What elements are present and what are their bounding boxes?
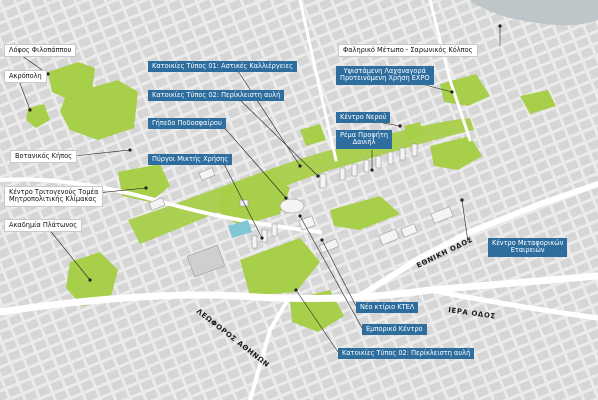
- leader-dots: [28, 24, 502, 292]
- green-east2: [520, 90, 556, 114]
- label-faliriko-metopo: Φαληρικό Μέτωπο - Σαρωνικός Κόλπος: [338, 44, 478, 58]
- label-ktel: Νέο κτίριο ΚΤΕΛ: [356, 302, 419, 314]
- green-akadimia: [66, 252, 118, 306]
- green-akropoli: [60, 80, 138, 140]
- road-ethniki: [357, 181, 598, 299]
- label-typos02-top: Κατοικίες Τύπος 02: Περίκλειστη αυλή: [148, 90, 285, 102]
- building-block-sw: [186, 244, 226, 278]
- road-south: [248, 294, 292, 400]
- label-botanikos-kipos: Βοτανικός Κήπος: [10, 150, 78, 164]
- green-areas: [26, 62, 556, 332]
- green-east: [430, 136, 482, 170]
- label-typos01: Κατοικίες Τύπος 01: Αστικές Καλλιέργειες: [148, 61, 297, 73]
- green-corridor: [128, 118, 474, 244]
- label-pyrgoi: Πύργοι Μικτής Χρήσης: [148, 154, 233, 166]
- label-emporiko: Εμπορικό Κέντρο: [362, 324, 427, 336]
- green-south: [240, 238, 320, 296]
- road-east: [428, 0, 472, 142]
- label-kentro-tritogenous: Κέντρο Τριτογενούς Τομέα Μητροπολιτικής …: [4, 186, 104, 207]
- leader-lines: [17, 26, 501, 353]
- label-gipedo: Γήπεδο Ποδοσφαίρου: [148, 118, 226, 130]
- green-strip: [330, 196, 400, 230]
- green-park: [218, 172, 290, 226]
- sea: [470, 0, 598, 26]
- label-akropoli: Ακρόπολη: [4, 70, 47, 84]
- stadium: [279, 198, 305, 214]
- green-small1: [300, 124, 326, 146]
- label-lofos-filopappou: Λόφος Φιλοπάππου: [4, 44, 77, 58]
- green-west: [26, 104, 50, 128]
- label-ypsistameni: Υψιστάμενη Λαχαναγορά Προτεινόμενη Χρήση…: [336, 66, 434, 85]
- pond: [228, 220, 252, 238]
- label-kentro-metaforikon: Κέντρο Μεταφορικών Εταιρειών: [488, 238, 568, 257]
- development-buildings: [148, 143, 454, 278]
- label-kentro-nerou: Κέντρο Νερού: [336, 112, 391, 124]
- building-ktel: [298, 215, 316, 231]
- road-iera: [427, 287, 598, 321]
- label-akadimia-platonos: Ακαδημία Πλάτωνος: [4, 219, 83, 233]
- road-north: [298, 0, 338, 162]
- green-expo: [440, 74, 490, 106]
- road-athinon: [0, 272, 598, 316]
- green-small2: [404, 122, 424, 140]
- label-typos02-bottom: Κατοικίες Τύπος 02: Περίκλειστη αυλή: [338, 348, 475, 360]
- label-rema: Ρέμα Προφήτη Δανιήλ: [336, 130, 393, 149]
